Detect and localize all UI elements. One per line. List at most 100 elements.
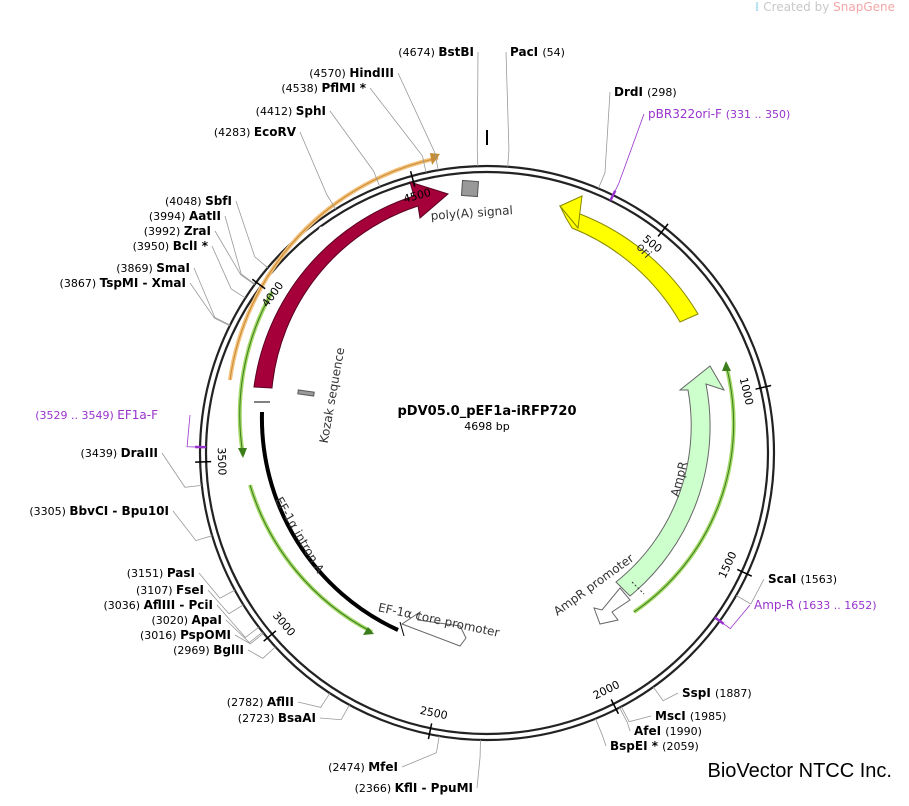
site-leader-line <box>297 692 331 708</box>
primer-leader-line <box>723 604 751 630</box>
restriction-site-label[interactable]: (2782) AflII <box>227 695 294 709</box>
site-enzyme-name: PspOMI <box>180 628 231 642</box>
site-leader-line <box>329 110 381 187</box>
site-position: (4048) <box>165 195 205 208</box>
restriction-site-label[interactable]: AfeI (1990) <box>634 724 702 738</box>
site-position: (3439) <box>81 447 121 460</box>
restriction-site-label[interactable]: (3867) TspMI - XmaI <box>60 276 186 290</box>
restriction-site-label[interactable]: (3036) AflIII - PciI <box>104 598 213 612</box>
feature-irfp720[interactable] <box>253 181 450 389</box>
site-enzyme-name: HindIII <box>349 66 394 80</box>
restriction-site-label[interactable]: (3305) BbvCI - Bpu10I <box>29 504 169 518</box>
orf-arrow-head-orange <box>430 153 440 165</box>
site-enzyme-name: PacI <box>510 45 542 59</box>
site-position: (3867) <box>60 277 100 290</box>
primer-label[interactable]: (3529 .. 3549) EF1a-F <box>35 408 158 422</box>
primer-mark <box>609 190 617 202</box>
feature-polya-signal[interactable] <box>460 179 480 198</box>
site-leader-line <box>193 267 231 326</box>
tick-mark <box>657 223 669 237</box>
restriction-site-label[interactable]: SspI (1887) <box>682 686 752 700</box>
restriction-site-label[interactable]: (3151) PasI <box>127 566 195 580</box>
restriction-site-label[interactable]: (2969) BglII <box>173 643 244 657</box>
restriction-site-label[interactable]: (3107) FseI <box>136 583 204 597</box>
restriction-site-label[interactable]: (2723) BsaAI <box>238 711 316 725</box>
site-enzyme-name: FseI <box>176 583 204 597</box>
site-position: (2969) <box>173 644 213 657</box>
tick-label: 2000 <box>591 678 622 702</box>
site-position: (4570) <box>309 67 349 80</box>
feature-ampr[interactable] <box>615 365 726 597</box>
restriction-site-label[interactable]: (4538) PflMI * <box>281 81 366 95</box>
plasmid-length: 4698 bp <box>464 420 509 433</box>
site-position: (4674) <box>398 46 438 59</box>
tick-label: 1500 <box>716 550 740 581</box>
site-position: (3305) <box>29 505 69 518</box>
restriction-site-label[interactable]: (4570) HindIII <box>309 66 394 80</box>
site-enzyme-name: ZraI <box>184 224 211 238</box>
site-position: (298) <box>647 86 677 99</box>
restriction-site-label[interactable]: (4048) SbfI <box>165 194 232 208</box>
feature-ef1a-core-promoter[interactable] <box>400 610 467 647</box>
site-position: (1990) <box>665 725 702 738</box>
feature-ori[interactable] <box>558 205 699 323</box>
tick-label: 3500 <box>215 447 229 475</box>
restriction-site-label[interactable]: MscI (1985) <box>655 709 726 723</box>
site-enzyme-name: MfeI <box>368 760 398 774</box>
site-leader-line <box>235 200 269 269</box>
primer-leader-line <box>186 414 196 448</box>
site-enzyme-name: SbfI <box>205 194 232 208</box>
site-position: (2782) <box>227 696 267 709</box>
orf-arc-left-green-edge <box>239 291 273 456</box>
orf-arrow-head-left-green <box>238 448 247 458</box>
site-enzyme-name: AflII <box>267 695 294 709</box>
site-leader-line <box>214 230 255 286</box>
primer-range: (3529 .. 3549) <box>35 409 117 422</box>
restriction-site-label[interactable]: (3994) AatII <box>149 209 221 223</box>
restriction-site-label[interactable]: ScaI (1563) <box>768 572 837 586</box>
intron-end-tick <box>399 621 405 637</box>
feature-kozak-sequence[interactable] <box>297 389 315 397</box>
site-enzyme-name: TspMI - XmaI <box>100 276 186 290</box>
watermark-brand: SnapGene <box>833 0 895 14</box>
restriction-site-label[interactable]: (3950) BclI * <box>133 239 209 253</box>
site-leader-line <box>476 51 479 167</box>
site-position: (54) <box>542 46 565 59</box>
orf-arrow-head-ampr-green <box>722 361 731 371</box>
site-leader-line <box>224 215 256 285</box>
tick-mark <box>610 699 620 715</box>
site-position: (2059) <box>662 740 699 753</box>
site-position: (2366) <box>355 782 395 795</box>
feature-ampr-promoter[interactable] <box>593 587 631 625</box>
restriction-site-label[interactable]: BspEI * (2059) <box>610 739 699 753</box>
primer-label[interactable]: Amp-R (1633 .. 1652) <box>754 598 877 612</box>
site-leader-line <box>369 87 427 173</box>
site-enzyme-name: BspEI * <box>610 739 662 753</box>
restriction-site-label[interactable]: (4674) BstBI <box>398 45 474 59</box>
restriction-site-label[interactable]: (3016) PspOMI <box>140 628 231 642</box>
restriction-site-label[interactable]: (2474) MfeI <box>328 760 398 774</box>
restriction-site-label[interactable]: (3439) DraIII <box>81 446 158 460</box>
tick-mark <box>195 460 212 463</box>
site-position: (2723) <box>238 712 278 725</box>
restriction-site-label[interactable]: (2366) KflI - PpuMI <box>355 781 473 795</box>
restriction-site-label[interactable]: PacI (54) <box>510 45 565 59</box>
restriction-site-label[interactable]: (3992) ZraI <box>144 224 211 238</box>
site-leader-line <box>401 735 440 768</box>
site-leader-line <box>189 282 230 327</box>
restriction-site-label[interactable]: (4412) SphI <box>256 104 326 118</box>
site-position: (2474) <box>328 761 368 774</box>
plasmid-name: pDV05.0_pEF1a-iRFP720 <box>397 404 576 419</box>
restriction-site-label[interactable]: (3869) SmaI <box>116 261 190 275</box>
site-leader-line <box>198 572 236 599</box>
site-enzyme-name: SmaI <box>156 261 190 275</box>
site-enzyme-name: ScaI <box>768 572 801 586</box>
backbone-inner-ring <box>204 170 770 736</box>
restriction-site-label[interactable]: DrdI (298) <box>614 85 677 99</box>
primer-label[interactable]: pBR322ori-F (331 .. 350) <box>648 107 790 121</box>
restriction-site-label[interactable]: (3020) ApaI <box>151 613 222 627</box>
orf-arc-ampr-green-edge <box>633 364 735 613</box>
site-leader-line <box>505 51 510 167</box>
restriction-site-label[interactable]: (4283) EcoRV <box>214 125 297 139</box>
feature-ef1a-intron-a[interactable] <box>259 411 399 632</box>
